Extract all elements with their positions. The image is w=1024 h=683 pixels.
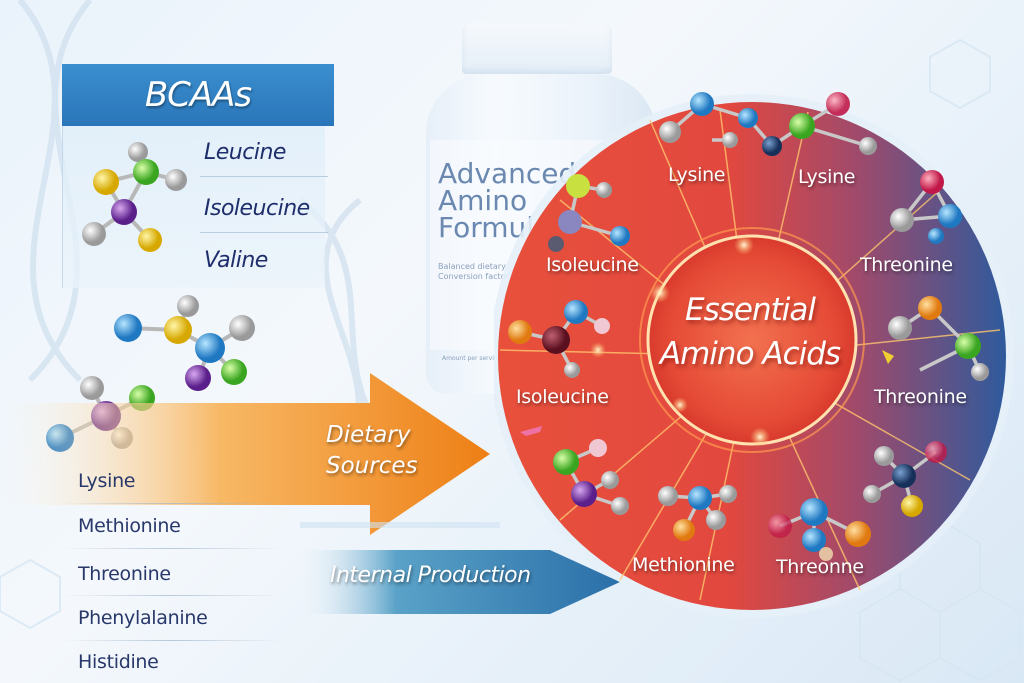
wheel-label-threonine: Threonine: [874, 386, 967, 408]
molecule-icon: [82, 142, 187, 252]
list-item-methionine: Methionine: [78, 515, 181, 537]
wheel-label-lysine: Lysine: [668, 164, 726, 186]
center-title-line1: Essential: [685, 292, 816, 328]
wheel-label-isoleucine: Isoleucine: [546, 254, 639, 276]
divider: [62, 548, 282, 549]
amino-acid-wheel: [494, 92, 1014, 618]
wheel-label-lysine: Lysine: [798, 166, 856, 188]
bottle-fine-print-3: Amount per serving: [442, 355, 502, 362]
bottle-cap: [462, 22, 612, 74]
list-item-threonine: Threonine: [78, 563, 171, 585]
divider: [62, 640, 282, 641]
list-item-histidine: Histidine: [78, 651, 159, 673]
divider: [62, 595, 282, 596]
dietary-label-line2: Sources: [326, 453, 418, 479]
bcaa-header: BCAAs: [62, 64, 334, 126]
center-title: Essential Amino Acids: [650, 288, 850, 376]
center-title-line2: Amino Acids: [659, 336, 841, 372]
wheel-label-isoleucine: Isoleucine: [516, 386, 609, 408]
dietary-label-line1: Dietary: [326, 422, 411, 448]
wheel-label-methionine: Methionine: [632, 554, 735, 576]
internal-production-label: Internal Production: [330, 563, 531, 588]
bcaa-item-isoleucine: Isoleucine: [204, 196, 310, 221]
internal-production-arrow: [300, 522, 620, 614]
bottle-fine-print-2: Conversion factor: [438, 272, 509, 281]
bcaa-item-leucine: Leucine: [204, 140, 286, 165]
wheel-label-threonine: Threonine: [860, 254, 953, 276]
divider: [200, 232, 328, 233]
bcaa-item-valine: Valine: [204, 248, 268, 273]
list-item-lysine: Lysine: [78, 470, 136, 492]
bcaa-title: BCAAs: [144, 75, 252, 115]
bottle-title-line1: Advanced: [438, 157, 577, 190]
divider: [200, 176, 328, 177]
bottle-fine-print-1: Balanced dietary: [438, 262, 506, 271]
wheel-label-threonine: Threonne: [776, 556, 864, 578]
dietary-sources-label: Dietary Sources: [326, 420, 417, 482]
molecule-icon: [114, 295, 255, 391]
bottle-fine-print: Balanced dietary Conversion factor: [438, 262, 509, 282]
list-item-phenylalanine: Phenylalanine: [78, 607, 208, 629]
divider: [62, 503, 282, 504]
dietary-sources-arrow: [0, 373, 490, 535]
bottle-title-line2: Amino: [438, 184, 528, 217]
